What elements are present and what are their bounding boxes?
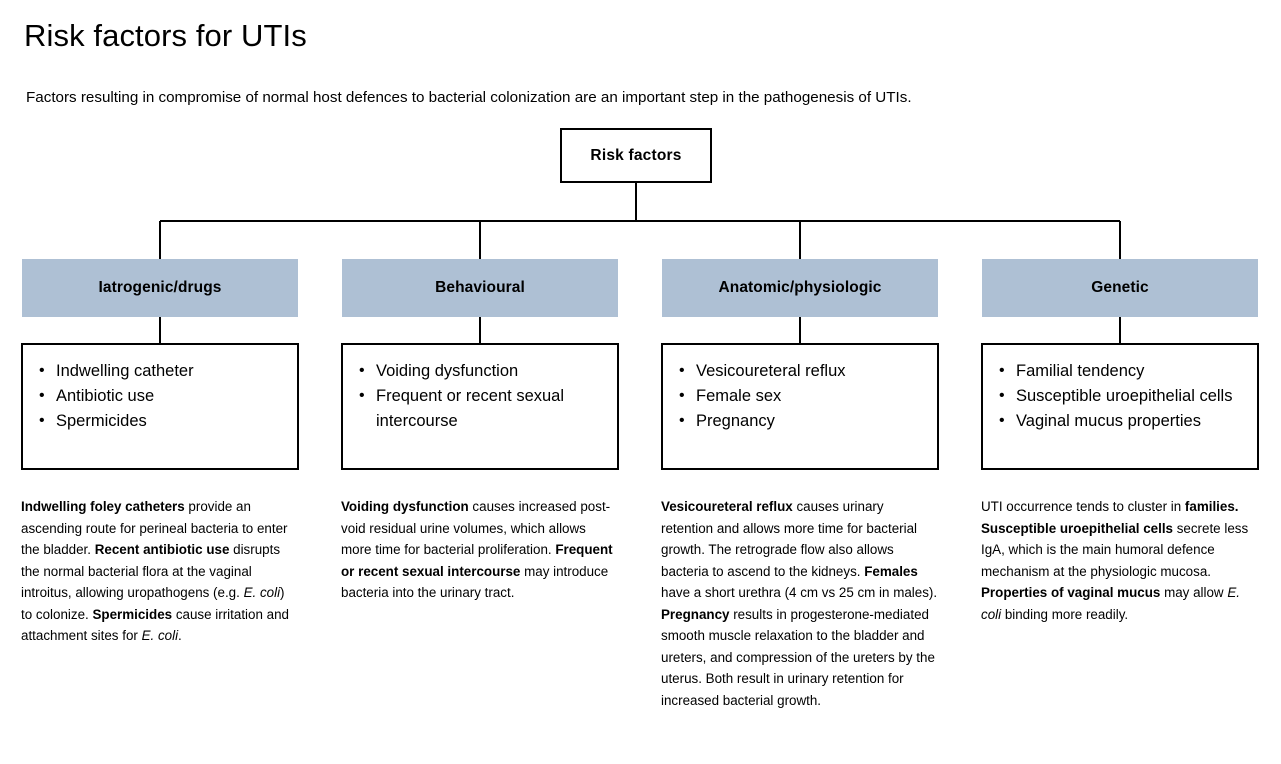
root-node-risk-factors[interactable]: Risk factors — [560, 128, 712, 183]
list-item: Indwelling catheter — [39, 358, 287, 384]
list-item: Frequent or recent sexual intercourse — [359, 383, 607, 434]
branch-header-label: Genetic — [1091, 279, 1149, 296]
branch-column-anatomic-physiologic: Anatomic/physiologic Vesicoureteral refl… — [661, 259, 939, 711]
branch-bullets-box-genetic: Familial tendencySusceptible uroepitheli… — [981, 343, 1259, 470]
branch-header-iatrogenic-drugs[interactable]: Iatrogenic/drugs — [22, 259, 298, 317]
bullet-list: Voiding dysfunctionFrequent or recent se… — [359, 358, 607, 434]
bullet-list: Vesicoureteral refluxFemale sexPregnancy — [679, 358, 927, 434]
list-item: Vaginal mucus properties — [999, 408, 1247, 434]
branch-header-behavioural[interactable]: Behavioural — [342, 259, 618, 317]
list-item: Vesicoureteral reflux — [679, 358, 927, 384]
branch-header-genetic[interactable]: Genetic — [982, 259, 1258, 317]
branch-note-behavioural: Voiding dysfunction causes increased pos… — [341, 499, 613, 600]
page-title: Risk factors for UTIs — [24, 18, 307, 53]
branch-column-iatrogenic-drugs: Iatrogenic/drugs Indwelling catheterAnti… — [21, 259, 299, 647]
branch-note-iatrogenic-drugs: Indwelling foley catheters provide an as… — [21, 499, 289, 643]
branch-column-genetic: Genetic Familial tendencySusceptible uro… — [981, 259, 1259, 625]
branch-bullets-box-behavioural: Voiding dysfunctionFrequent or recent se… — [341, 343, 619, 470]
list-item: Voiding dysfunction — [359, 358, 607, 384]
list-item: Susceptible uroepithelial cells — [999, 383, 1247, 409]
page-subtitle: Factors resulting in compromise of norma… — [26, 89, 912, 106]
list-item: Familial tendency — [999, 358, 1247, 384]
branch-header-label: Iatrogenic/drugs — [98, 279, 222, 296]
bullet-list: Familial tendencySusceptible uroepitheli… — [999, 358, 1247, 434]
branch-bullets-box-anatomic-physiologic: Vesicoureteral refluxFemale sexPregnancy — [661, 343, 939, 470]
list-item: Pregnancy — [679, 408, 927, 434]
branch-header-anatomic-physiologic[interactable]: Anatomic/physiologic — [662, 259, 938, 317]
list-item: Female sex — [679, 383, 927, 409]
branch-note-genetic: UTI occurrence tends to cluster in famil… — [981, 499, 1249, 622]
branch-header-label: Behavioural — [435, 279, 525, 296]
list-item: Spermicides — [39, 408, 287, 434]
branch-bullets-box-iatrogenic-drugs: Indwelling catheterAntibiotic useSpermic… — [21, 343, 299, 470]
root-node-label: Risk factors — [590, 146, 682, 164]
branch-header-label: Anatomic/physiologic — [718, 279, 882, 296]
branch-note-anatomic-physiologic: Vesicoureteral reflux causes urinary ret… — [661, 499, 938, 708]
branch-column-behavioural: Behavioural Voiding dysfunctionFrequent … — [341, 259, 619, 604]
bullet-list: Indwelling catheterAntibiotic useSpermic… — [39, 358, 287, 434]
list-item: Antibiotic use — [39, 383, 287, 409]
